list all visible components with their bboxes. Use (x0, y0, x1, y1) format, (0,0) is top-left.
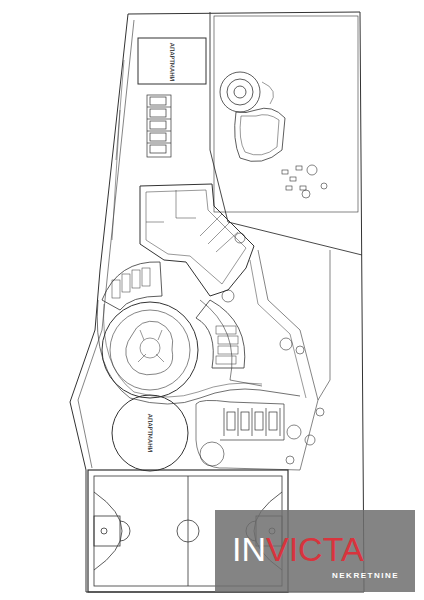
watermark-subtitle: NEKRETNINE (332, 572, 399, 580)
building-label: АПАРТМАНИ (169, 42, 175, 82)
apartment-block: АПАРТМАНИ (138, 38, 206, 86)
watermark-brand-part: VICTA (266, 532, 364, 566)
apartment-round-building: АПАРТМАНИ (112, 395, 188, 471)
building-label: АПАРТМАНИ (147, 413, 153, 453)
watermark-brand-part: IN (232, 532, 266, 566)
